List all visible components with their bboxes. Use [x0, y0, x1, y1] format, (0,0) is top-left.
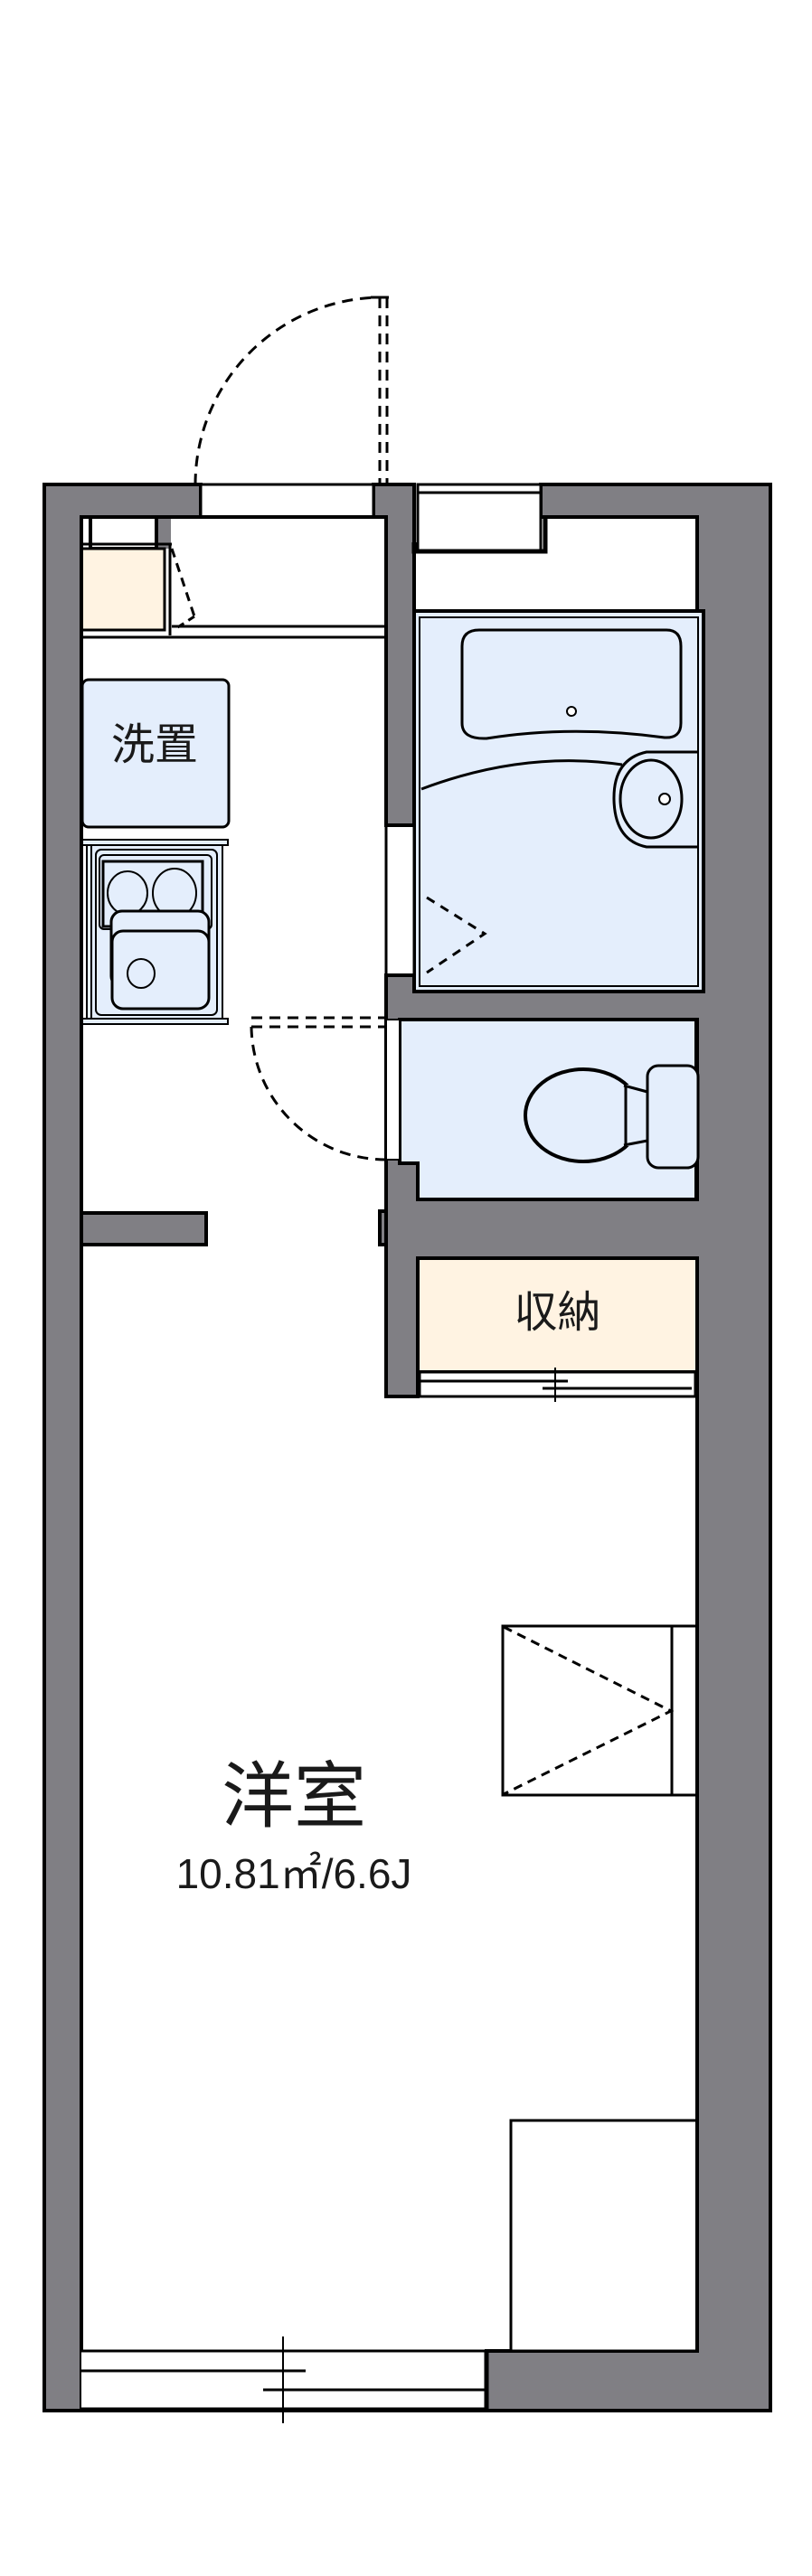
- shoe-cabinet: [80, 542, 196, 635]
- main-room-label: 洋室: [222, 1754, 366, 1838]
- bath-door-opening[interactable]: [384, 823, 416, 977]
- entrance-door-swing[interactable]: [194, 296, 389, 485]
- genkan-step: [81, 625, 386, 639]
- wash-basin: [612, 750, 698, 849]
- kitchen-sink: [110, 929, 211, 1011]
- toilet-bowl: [524, 1067, 643, 1163]
- toilet-room: [385, 1018, 700, 1201]
- room-closet: [501, 1624, 699, 1797]
- wall-fills: [46, 486, 769, 2409]
- room-box-bottom: [509, 2119, 699, 2353]
- bath-folding-door: [426, 896, 487, 974]
- inner-wall-lines: [44, 517, 770, 2412]
- bathtub: [460, 628, 683, 740]
- main-room-area: 10.81㎡/6.6J: [175, 1850, 412, 1897]
- toilet-tank: [646, 1064, 700, 1170]
- storage-closet: [416, 1256, 699, 1374]
- washer-space-label: 洗置: [110, 719, 198, 770]
- storage-label: 収納: [514, 1287, 601, 1338]
- toilet-door-swing[interactable]: [250, 1016, 387, 1161]
- unit-bath: [411, 483, 705, 993]
- storage-sliding-doors[interactable]: [386, 1368, 697, 1402]
